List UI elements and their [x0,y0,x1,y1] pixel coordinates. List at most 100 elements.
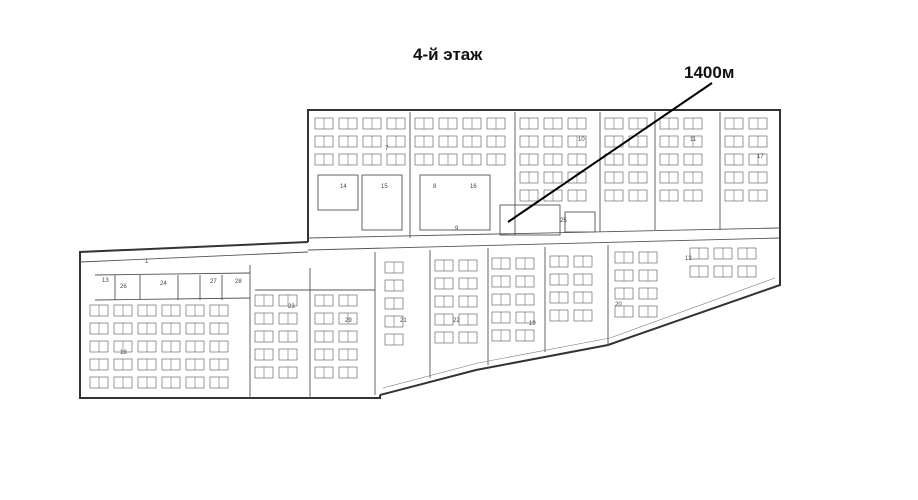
room-number: 26 [120,284,127,290]
workstation [314,294,334,307]
room-number: 25 [560,218,567,224]
workstation [89,358,109,371]
workstation [573,291,593,304]
workstation [278,330,298,343]
workstation [724,189,744,202]
workstation [515,311,535,324]
workstations [89,117,768,389]
workstation [604,171,624,184]
workstation [683,153,703,166]
workstation [113,376,133,389]
workstation [209,340,229,353]
workstation [614,305,634,318]
workstation [89,340,109,353]
room-number: 15 [381,184,388,190]
workstation [659,135,679,148]
workstation [628,171,648,184]
workstation [362,135,382,148]
workstation [338,294,358,307]
workstation [362,117,382,130]
workstation [567,189,587,202]
workstation [161,322,181,335]
workstation [543,153,563,166]
workstation [254,312,274,325]
workstation [543,135,563,148]
area-callout-label: 1400м [684,63,735,82]
workstation [549,255,569,268]
room-number: 18 [120,350,127,356]
workstation [713,247,733,260]
workstation [185,322,205,335]
workstation [573,309,593,322]
workstation [314,117,334,130]
workstation [614,269,634,282]
workstation [491,257,511,270]
workstation [683,117,703,130]
workstation [683,171,703,184]
workstation [604,135,624,148]
room-number: 10 [578,137,585,143]
workstation [724,135,744,148]
workstation [519,135,539,148]
workstation [89,376,109,389]
room-number: 24 [160,281,167,287]
workstation [683,135,703,148]
workstation [462,135,482,148]
workstation [486,135,506,148]
workstation [254,330,274,343]
workstation [614,251,634,264]
workstation [567,171,587,184]
workstation [713,265,733,278]
workstation [628,189,648,202]
callout-pointer [507,82,713,223]
workstation [414,117,434,130]
room-number: 12 [685,256,692,262]
workstation [628,153,648,166]
workstation [491,311,511,324]
workstation [434,295,454,308]
workstation [314,348,334,361]
workstation [314,153,334,166]
workstation [515,257,535,270]
workstation [254,294,274,307]
workstation [604,117,624,130]
workstation [338,348,358,361]
workstation [659,189,679,202]
workstation [543,117,563,130]
room-number: 8 [433,184,437,190]
workstation [278,366,298,379]
workstation [748,117,768,130]
workstation [724,153,744,166]
workstation [338,135,358,148]
workstation [486,153,506,166]
workstation [458,277,478,290]
workstation [161,304,181,317]
workstation [113,304,133,317]
room-number: 1 [145,259,149,265]
workstation [338,312,358,325]
workstation [278,348,298,361]
workstation [659,171,679,184]
workstation [573,255,593,268]
workstation [543,171,563,184]
workstation [209,358,229,371]
workstation [748,171,768,184]
workstation [491,275,511,288]
workstation [462,117,482,130]
workstation [338,366,358,379]
workstation [515,275,535,288]
outer-walls [79,109,781,399]
workstation [689,247,709,260]
room-number: 13 [102,278,109,284]
workstation [519,171,539,184]
workstation [604,153,624,166]
workstation [434,259,454,272]
workstation [491,293,511,306]
workstation [278,312,298,325]
workstation [724,117,744,130]
workstation [689,265,709,278]
workstation [519,153,539,166]
workstation [209,376,229,389]
workstation [89,304,109,317]
